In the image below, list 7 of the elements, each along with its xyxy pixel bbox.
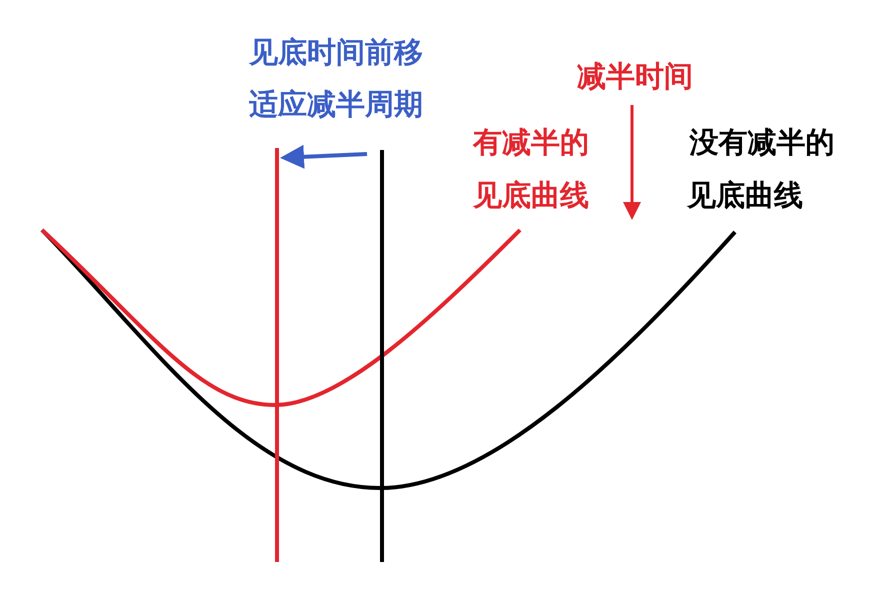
annotation-text: 见底时间前移: [249, 35, 423, 69]
annotation-text: 见底曲线: [687, 178, 803, 212]
annotation-text: 见底曲线: [473, 178, 589, 212]
annotation-text: 没有减半的: [690, 125, 834, 159]
annotation-text: 适应减半周期: [249, 87, 423, 121]
annotation-text: 减半时间: [577, 59, 693, 93]
annotation-text: 有减半的: [473, 125, 589, 159]
